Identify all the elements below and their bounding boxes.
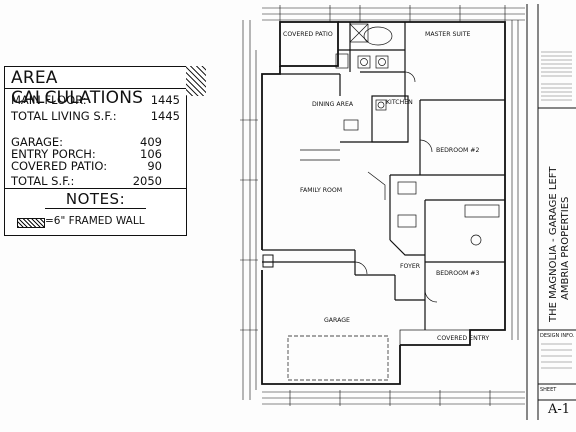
framed-wall-legend-text: =6" FRAMED WALL	[45, 215, 145, 227]
row-label: TOTAL LIVING S.F.:	[11, 109, 117, 123]
hatch-pattern	[186, 66, 206, 96]
total-living-row: TOTAL LIVING S.F.: 1445	[11, 109, 180, 123]
company-name-label: AMBRIA PROPERTIES	[560, 196, 571, 300]
room-label-foyer: FOYER	[400, 263, 421, 270]
row-value: 106	[140, 147, 162, 161]
row-label: TOTAL S.F.:	[11, 174, 75, 188]
area-calculations-table: AREA CALCULATIONS MAIN FLOOR: 1445 TOTAL…	[4, 66, 187, 236]
row-label: ENTRY PORCH:	[11, 147, 96, 161]
room-label-kitchen: KITCHEN	[386, 99, 413, 106]
row-value: 409	[140, 135, 162, 149]
room-label-bedroom-2: BEDROOM #2	[436, 147, 479, 154]
framed-wall-legend-swatch	[17, 218, 45, 228]
room-label-master-suite: MASTER SUITE	[425, 31, 471, 38]
room-label-covered-patio: COVERED PATIO	[283, 31, 333, 38]
area-calculations-title: AREA CALCULATIONS	[11, 68, 144, 108]
row-value: 2050	[132, 174, 162, 188]
row-value: 90	[147, 159, 162, 173]
design-info-label: DESIGN INFO.	[540, 333, 575, 339]
row-label: GARAGE:	[11, 135, 64, 149]
entry-porch-row: ENTRY PORCH: 106	[11, 147, 180, 161]
notes-title: NOTES:	[65, 190, 126, 208]
room-label-bedroom-3: BEDROOM #3	[436, 270, 479, 277]
sheet-label: SHEET	[540, 387, 557, 393]
room-label-family-room: FAMILY ROOM	[300, 187, 342, 194]
row-label: COVERED PATIO:	[11, 159, 108, 173]
row-value: 1445	[150, 109, 180, 123]
room-label-covered-entry: COVERED ENTRY	[437, 335, 489, 342]
row-value: 1445	[150, 93, 180, 107]
room-label-garage: GARAGE	[324, 317, 350, 324]
divider	[5, 188, 186, 189]
covered-patio-row: COVERED PATIO: 90	[11, 159, 180, 173]
divider	[5, 88, 186, 89]
total-sf-row: TOTAL S.F.: 2050	[11, 174, 180, 188]
garage-row: GARAGE: 409	[11, 135, 180, 149]
sheet-number: A-1	[548, 402, 571, 417]
main-floor-row: MAIN FLOOR: 1445	[11, 93, 180, 107]
notes-underline	[45, 208, 146, 209]
room-label-dining-area: DINING AREA	[312, 101, 354, 108]
row-label: MAIN FLOOR:	[11, 93, 87, 107]
plan-name-label: THE MAGNOLIA - GARAGE LEFT	[548, 166, 559, 322]
